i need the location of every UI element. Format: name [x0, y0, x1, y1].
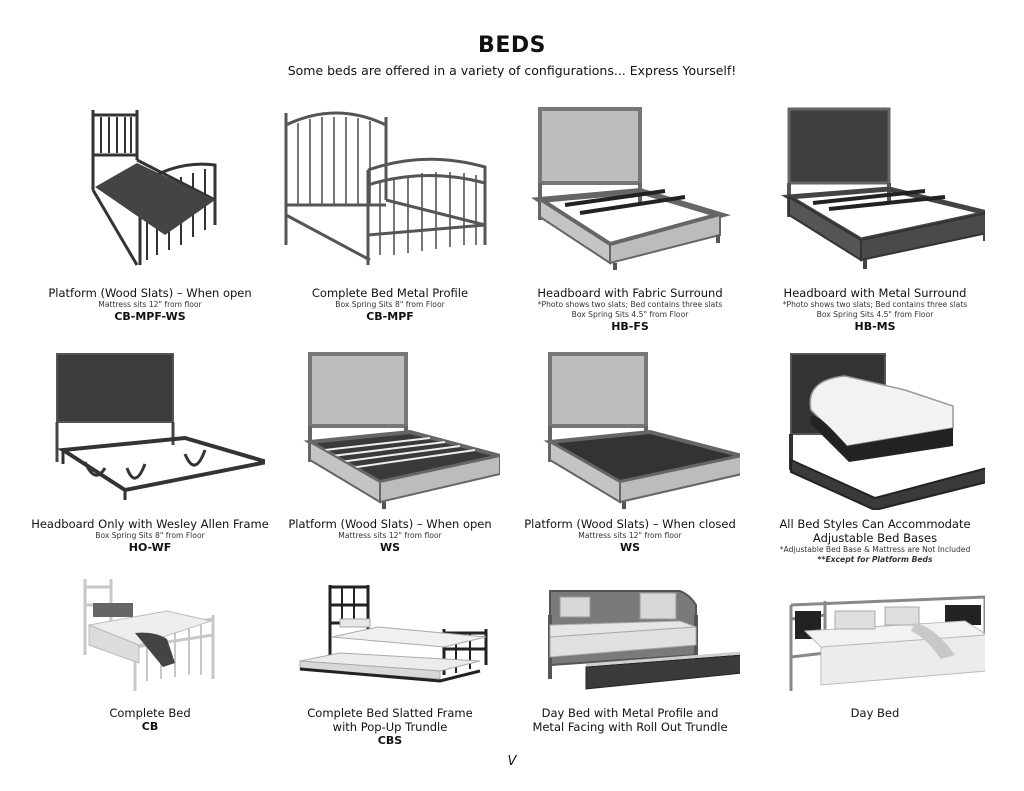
- day-bed-image: [789, 595, 985, 691]
- bed-cell-ws-closed: Platform (Wood Slats) – When closed Matt…: [510, 350, 750, 560]
- bed-cell-cb-mpf-ws: Platform (Wood Slats) – When open Mattre…: [30, 105, 270, 325]
- bed-code: CB-MPF-WS: [114, 310, 186, 323]
- bed-image: [510, 105, 750, 275]
- bed-caption: Platform (Wood Slats) – When closed Matt…: [510, 517, 750, 555]
- bed-image: [755, 105, 995, 275]
- bed-note: Box Spring Sits 8" from Floor: [95, 531, 205, 540]
- bed-caption: Complete Bed Slatted Frame with Pop-Up T…: [270, 706, 510, 748]
- page-subtitle: Some beds are offered in a variety of co…: [287, 63, 737, 78]
- bed-note: *Photo shows two slats; Bed contains thr…: [782, 300, 968, 309]
- bed-name: Platform (Wood Slats) – When open: [288, 517, 492, 531]
- bed-image: [30, 350, 270, 500]
- bed-image: [270, 350, 510, 510]
- bed-code: HB-MS: [854, 320, 896, 333]
- bed-caption: Headboard with Fabric Surround *Photo sh…: [510, 286, 750, 334]
- bed-caption: Complete Bed Metal Profile Box Spring Si…: [270, 286, 510, 324]
- bed-image: [270, 105, 510, 275]
- bed-image: [755, 575, 995, 695]
- bed-cell-daybed: Day Bed: [755, 575, 995, 735]
- bed-note: *Photo shows two slats; Bed contains thr…: [537, 300, 723, 309]
- bed-cell-ho-wf: Headboard Only with Wesley Allen Frame B…: [30, 350, 270, 560]
- bed-cell-adjustable: All Bed Styles Can Accommodate Adjustabl…: [755, 350, 995, 570]
- bed-caption: Headboard with Metal Surround *Photo sho…: [755, 286, 995, 334]
- bed-code: WS: [379, 541, 401, 554]
- bed-cell-ws-open: Platform (Wood Slats) – When open Mattre…: [270, 350, 510, 560]
- day-bed-roll-out-trundle-image: [548, 590, 740, 690]
- bed-name: Day Bed: [850, 706, 900, 720]
- slatted-frame-pop-up-trundle-image: [299, 585, 488, 683]
- bed-exception-note: **Except for Platform Beds: [817, 555, 933, 564]
- platform-wood-slats-closed-image: [543, 352, 740, 509]
- bed-name: Complete Bed: [109, 706, 191, 720]
- bed-name: Platform (Wood Slats) – When open: [48, 286, 252, 300]
- bed-caption: Complete Bed CB: [30, 706, 270, 734]
- bed-name-2: Metal Facing with Roll Out Trundle: [532, 720, 728, 734]
- bed-image: [510, 575, 750, 695]
- bed-name: Headboard with Fabric Surround: [537, 286, 723, 300]
- bed-image: [755, 350, 995, 510]
- headboard-wesley-allen-frame-image: [55, 353, 265, 500]
- bed-name-2: Adjustable Bed Bases: [812, 531, 938, 545]
- metal-surround-bed-image: [780, 107, 985, 269]
- bed-image: [30, 575, 270, 695]
- bed-image: [270, 575, 510, 695]
- bed-name: Headboard with Metal Surround: [783, 286, 967, 300]
- bed-cell-cb: Complete Bed CB: [30, 575, 270, 735]
- bed-name: Platform (Wood Slats) – When closed: [524, 517, 736, 531]
- bed-cell-hb-ms: Headboard with Metal Surround *Photo sho…: [755, 105, 995, 333]
- bed-name: Complete Bed Metal Profile: [311, 286, 469, 300]
- bed-note: Mattress sits 12" from floor: [338, 531, 442, 540]
- bed-name: Complete Bed Slatted Frame: [307, 706, 473, 720]
- bed-caption: Day Bed with Metal Profile and Metal Fac…: [510, 706, 750, 734]
- bed-cell-daybed-trundle: Day Bed with Metal Profile and Metal Fac…: [510, 575, 750, 745]
- bed-image: [30, 105, 270, 275]
- bed-caption: Platform (Wood Slats) – When open Mattre…: [270, 517, 510, 555]
- bed-name: Day Bed with Metal Profile and: [541, 706, 719, 720]
- bed-note: Mattress sits 12" from floor: [578, 531, 682, 540]
- bed-code: HB-FS: [611, 320, 649, 333]
- bed-code: CB: [141, 720, 159, 733]
- bed-note: *Adjustable Bed Base & Mattress are Not …: [779, 545, 971, 554]
- bed-image: [510, 350, 750, 510]
- bed-cell-cbs: Complete Bed Slatted Frame with Pop-Up T…: [270, 575, 510, 748]
- bed-note-2: Box Spring Sits 4.5" from Floor: [816, 310, 934, 319]
- bed-note-2: Box Spring Sits 4.5" from Floor: [571, 310, 689, 319]
- metal-platform-bed-image: [91, 110, 217, 266]
- bed-note: Mattress sits 12" from floor: [98, 300, 202, 309]
- bed-caption: Platform (Wood Slats) – When open Mattre…: [30, 286, 270, 324]
- bed-cell-cb-mpf: Complete Bed Metal Profile Box Spring Si…: [270, 105, 510, 325]
- adjustable-bed-base-image: [789, 353, 985, 510]
- bed-cell-hb-fs: Headboard with Fabric Surround *Photo sh…: [510, 105, 750, 333]
- bed-code: CB-MPF: [366, 310, 414, 323]
- bed-caption: Headboard Only with Wesley Allen Frame B…: [30, 517, 270, 555]
- bed-code: WS: [619, 541, 641, 554]
- fabric-surround-bed-image: [531, 107, 731, 270]
- bed-name: All Bed Styles Can Accommodate: [779, 517, 971, 531]
- page-number: V: [507, 754, 517, 769]
- bed-code: CBS: [377, 734, 403, 747]
- bed-caption: Day Bed: [755, 706, 995, 720]
- bed-caption: All Bed Styles Can Accommodate Adjustabl…: [755, 517, 995, 565]
- bed-name: Headboard Only with Wesley Allen Frame: [31, 517, 269, 531]
- platform-wood-slats-open-image: [303, 352, 500, 509]
- metal-profile-bed-image: [284, 111, 487, 265]
- page-title: BEDS: [478, 33, 546, 58]
- complete-bed-image: [83, 579, 215, 691]
- bed-code: HO-WF: [128, 541, 172, 554]
- bed-name-2: with Pop-Up Trundle: [332, 720, 448, 734]
- bed-note: Box Spring Sits 8" from Floor: [335, 300, 445, 309]
